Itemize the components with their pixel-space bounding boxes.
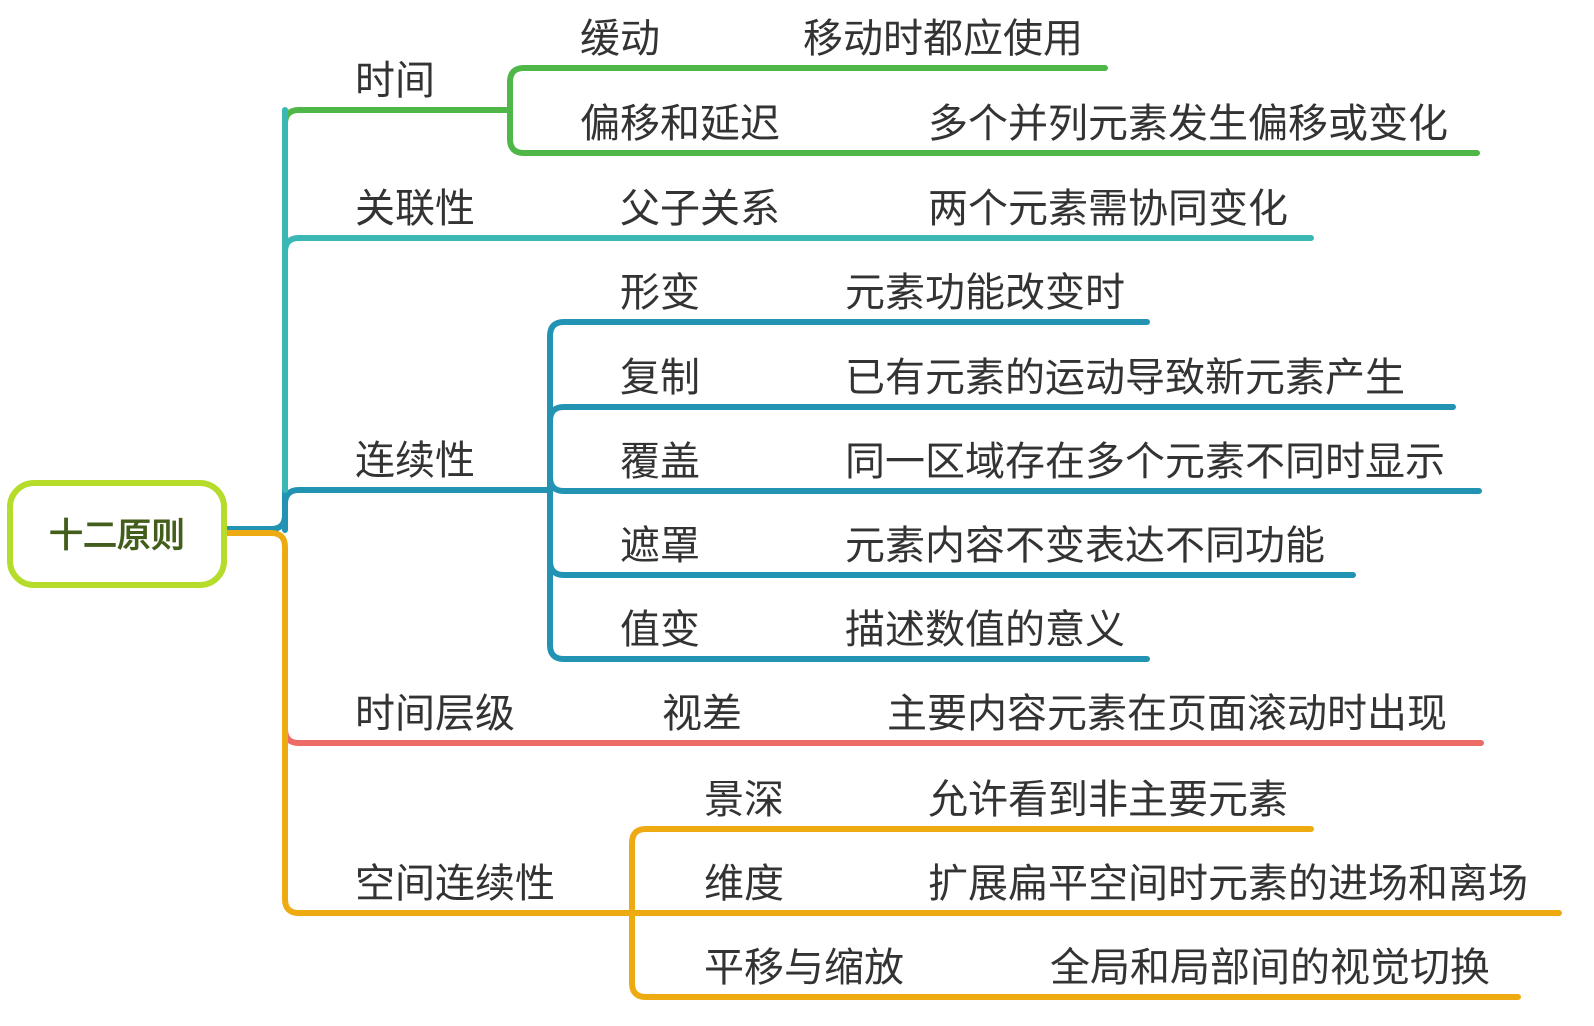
branch-label-3[interactable]: 时间层级 bbox=[355, 691, 515, 737]
child-connector-2-2 bbox=[547, 474, 1482, 494]
child-label-1-0[interactable]: 父子关系 bbox=[620, 186, 780, 232]
child-label-2-4[interactable]: 值变 bbox=[620, 607, 700, 653]
child-label-3-0[interactable]: 视差 bbox=[662, 691, 742, 737]
child-desc-0-0[interactable]: 移动时都应使用 bbox=[803, 16, 1083, 62]
child-label-4-1[interactable]: 维度 bbox=[704, 861, 784, 907]
branch-label-1[interactable]: 关联性 bbox=[355, 186, 475, 232]
branch-label-4[interactable]: 空间连续性 bbox=[355, 861, 555, 907]
child-desc-2-0[interactable]: 元素功能改变时 bbox=[845, 270, 1125, 316]
branch-label-2[interactable]: 连续性 bbox=[355, 438, 475, 484]
child-label-2-3[interactable]: 遮罩 bbox=[620, 523, 700, 569]
root-node-label[interactable]: 十二原则 bbox=[49, 516, 185, 556]
child-label-0-0[interactable]: 缓动 bbox=[580, 16, 660, 62]
child-connector-0-1 bbox=[507, 107, 1480, 156]
child-connector-0-0 bbox=[507, 65, 1108, 113]
root-node-box[interactable] bbox=[7, 480, 227, 588]
child-connector-4-2 bbox=[629, 910, 1521, 1000]
child-desc-2-3[interactable]: 元素内容不变表达不同功能 bbox=[845, 523, 1325, 569]
child-desc-2-4[interactable]: 描述数值的意义 bbox=[845, 607, 1125, 653]
child-label-2-1[interactable]: 复制 bbox=[620, 355, 700, 401]
child-desc-0-1[interactable]: 多个并列元素发生偏移或变化 bbox=[928, 101, 1448, 147]
child-desc-4-1[interactable]: 扩展扁平空间时元素的进场和离场 bbox=[928, 861, 1528, 907]
child-label-0-1[interactable]: 偏移和延迟 bbox=[580, 101, 780, 147]
child-desc-4-2[interactable]: 全局和局部间的视觉切换 bbox=[1050, 945, 1490, 991]
child-connector-2-0 bbox=[547, 319, 1150, 493]
connector-lines bbox=[223, 65, 1562, 1000]
root-connector-top bbox=[223, 487, 288, 532]
child-desc-2-1[interactable]: 已有元素的运动导致新元素产生 bbox=[845, 355, 1405, 401]
child-label-4-2[interactable]: 平移与缩放 bbox=[704, 945, 904, 991]
child-desc-1-0[interactable]: 两个元素需协同变化 bbox=[928, 186, 1288, 232]
child-desc-2-2[interactable]: 同一区域存在多个元素不同时显示 bbox=[845, 439, 1445, 485]
child-label-2-0[interactable]: 形变 bbox=[620, 270, 700, 316]
branch-label-0[interactable]: 时间 bbox=[355, 58, 435, 104]
root-connector-bottom bbox=[223, 530, 288, 563]
child-connector-2-4 bbox=[547, 487, 1150, 662]
child-desc-4-0[interactable]: 允许看到非主要元素 bbox=[928, 777, 1288, 823]
branch-connector-2 bbox=[282, 487, 553, 533]
branch-connector-4 bbox=[282, 557, 635, 916]
child-connector-2-1 bbox=[547, 404, 1456, 493]
child-connector-4-0 bbox=[629, 826, 1314, 916]
child-desc-3-0[interactable]: 主要内容元素在页面滚动时出现 bbox=[887, 691, 1447, 737]
child-label-4-0[interactable]: 景深 bbox=[704, 777, 784, 823]
child-label-2-2[interactable]: 覆盖 bbox=[620, 439, 700, 485]
